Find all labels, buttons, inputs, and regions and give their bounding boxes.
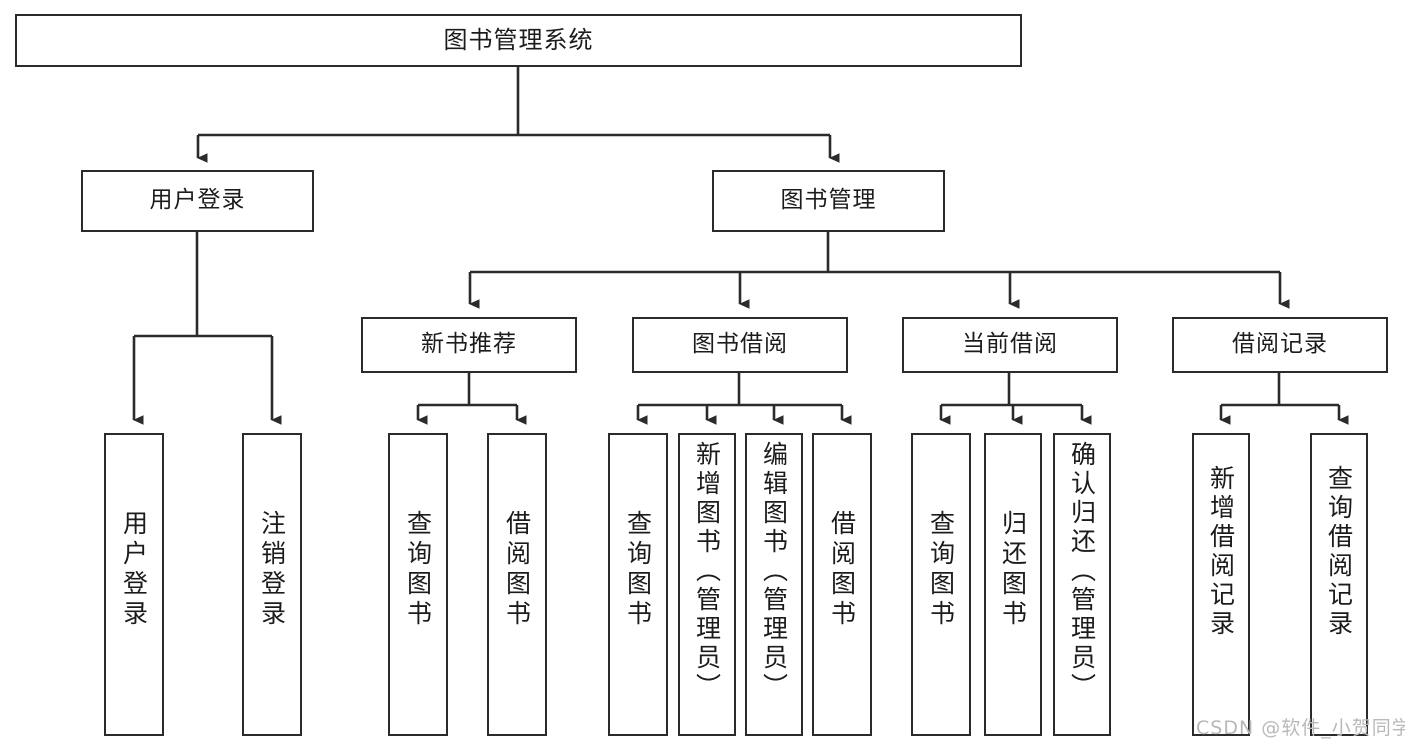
- node-borrow-record-label: 借阅记录: [1232, 331, 1328, 358]
- node-leaf-edit-book-label: 编辑图书（管理员）: [759, 441, 789, 702]
- node-book-manage-label: 图书管理: [780, 187, 877, 214]
- node-leaf-query-book-3-label: 查询图书: [926, 510, 956, 630]
- node-user-login[interactable]: 用户登录: [81, 170, 314, 232]
- node-leaf-query-book-2[interactable]: 查询图书: [608, 433, 668, 736]
- node-leaf-query-book-1-label: 查询图书: [403, 510, 433, 630]
- node-leaf-return-book[interactable]: 归还图书: [984, 433, 1042, 736]
- node-user-login-label: 用户登录: [149, 187, 246, 214]
- node-leaf-borrow-book-2[interactable]: 借阅图书: [812, 433, 872, 736]
- node-current-borrow[interactable]: 当前借阅: [902, 317, 1118, 373]
- node-leaf-query-record-label: 查询借阅记录: [1324, 465, 1354, 639]
- node-leaf-user-login-label: 用户登录: [119, 510, 149, 630]
- node-leaf-return-book-label: 归还图书: [998, 510, 1028, 630]
- csdn-watermark: CSDN @软件_小贺同学: [1196, 717, 1405, 739]
- node-leaf-borrow-book-1-label: 借阅图书: [502, 510, 532, 630]
- node-leaf-confirm-return[interactable]: 确认归还（管理员）: [1053, 433, 1111, 736]
- node-leaf-logout-label: 注销登录: [257, 510, 287, 630]
- node-leaf-confirm-return-label: 确认归还（管理员）: [1067, 441, 1097, 702]
- node-leaf-add-book-label: 新增图书（管理员）: [692, 441, 722, 702]
- node-book-manage[interactable]: 图书管理: [712, 170, 945, 232]
- node-leaf-edit-book[interactable]: 编辑图书（管理员）: [745, 433, 803, 736]
- node-leaf-query-book-3[interactable]: 查询图书: [911, 433, 971, 736]
- node-leaf-query-book-1[interactable]: 查询图书: [388, 433, 448, 736]
- node-leaf-query-book-2-label: 查询图书: [623, 510, 653, 630]
- node-new-book-recommend[interactable]: 新书推荐: [361, 317, 577, 373]
- node-leaf-borrow-book-1[interactable]: 借阅图书: [487, 433, 547, 736]
- node-leaf-query-record[interactable]: 查询借阅记录: [1310, 433, 1368, 736]
- node-root[interactable]: 图书管理系统: [15, 14, 1022, 67]
- node-leaf-add-record-label: 新增借阅记录: [1206, 465, 1236, 639]
- node-new-book-recommend-label: 新书推荐: [421, 331, 517, 358]
- node-borrow-record[interactable]: 借阅记录: [1172, 317, 1388, 373]
- node-leaf-add-record[interactable]: 新增借阅记录: [1192, 433, 1250, 736]
- node-leaf-borrow-book-2-label: 借阅图书: [827, 510, 857, 630]
- node-leaf-add-book[interactable]: 新增图书（管理员）: [678, 433, 736, 736]
- node-leaf-logout[interactable]: 注销登录: [242, 433, 302, 736]
- node-book-borrow[interactable]: 图书借阅: [632, 317, 848, 373]
- node-root-label: 图书管理系统: [443, 26, 594, 55]
- node-leaf-user-login[interactable]: 用户登录: [104, 433, 164, 736]
- node-book-borrow-label: 图书借阅: [692, 331, 788, 358]
- node-current-borrow-label: 当前借阅: [962, 331, 1058, 358]
